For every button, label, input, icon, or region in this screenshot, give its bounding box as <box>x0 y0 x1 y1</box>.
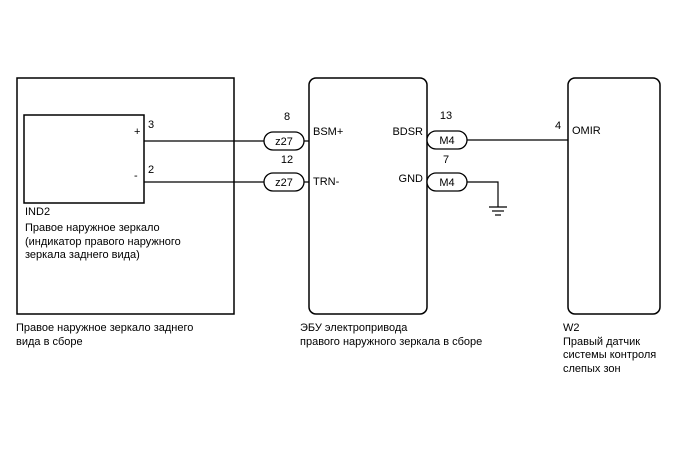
pin-number-13: 13 <box>440 110 452 122</box>
mirror-caption-line-2: вида в сборе <box>16 336 83 348</box>
mirror-id: IND2 <box>25 206 50 218</box>
indicator-label-line-1: Правое наружное зеркало <box>25 222 160 234</box>
pin-number-2: 2 <box>148 164 154 176</box>
svg-text:z27: z27 <box>275 177 293 189</box>
sensor-box <box>567 77 661 315</box>
svg-text:M4: M4 <box>439 177 454 189</box>
mirror-caption-line-1: Правое наружное зеркало заднего <box>16 322 193 334</box>
sensor-id: W2 <box>563 322 580 334</box>
ecu-pin-bsm-plus: BSM+ <box>313 126 343 138</box>
pin-number-12: 12 <box>281 154 293 166</box>
sensor-pin-omir: OMIR <box>572 125 601 137</box>
connector-m4-pin13: M4 <box>426 130 468 150</box>
svg-text:z27: z27 <box>275 136 293 148</box>
ecu-pin-gnd: GND <box>399 173 424 185</box>
mirror-assembly-box <box>16 77 235 315</box>
sensor-caption-line-1: Правый датчик <box>563 336 640 348</box>
connector-m4-pin7: M4 <box>426 172 468 192</box>
ecu-pin-trn-minus: TRN- <box>313 176 340 188</box>
indicator-box <box>23 114 145 204</box>
pin-number-3: 3 <box>148 119 154 131</box>
pin-number-8: 8 <box>284 111 290 123</box>
connector-z27-pin12: z27 <box>263 172 305 192</box>
connector-z27-pin8: z27 <box>263 131 305 151</box>
ecu-box <box>308 77 428 315</box>
sensor-caption-line-2: системы контроля <box>563 349 656 361</box>
ground-icon <box>489 206 507 216</box>
indicator-label-line-3: зеркала заднего вида) <box>25 249 140 261</box>
pin-plus-label: + <box>134 126 140 138</box>
pin-number-7: 7 <box>443 154 449 166</box>
pin-number-4: 4 <box>555 120 561 132</box>
ecu-pin-bdsr: BDSR <box>392 126 423 138</box>
pin-minus-label: - <box>134 170 138 182</box>
sensor-caption-line-3: слепых зон <box>563 363 621 375</box>
ecu-caption-line-2: правого наружного зеркала в сборе <box>300 336 482 348</box>
svg-text:M4: M4 <box>439 135 454 147</box>
indicator-label-line-2: (индикатор правого наружного <box>25 236 181 248</box>
ecu-caption-line-1: ЭБУ электропривода <box>300 322 408 334</box>
